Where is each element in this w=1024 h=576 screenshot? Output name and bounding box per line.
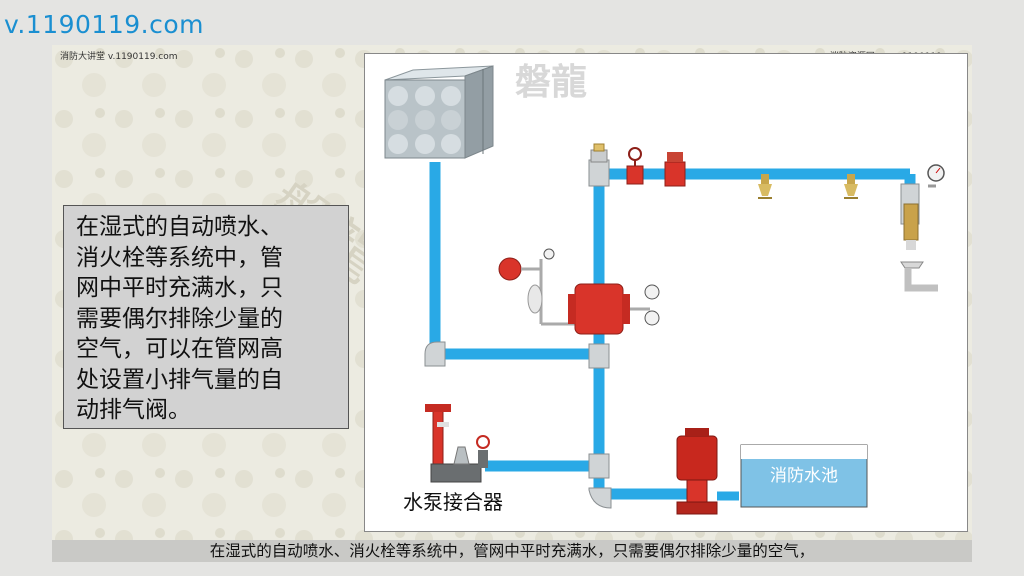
callout-line: 需要偶尔排除少量的 [76,305,283,332]
piping-diagram: 磐龍 [384,62,945,515]
end-test-device [900,164,945,292]
site-url[interactable]: v.1190119.com [4,10,204,39]
signal-butterfly-valve [626,147,644,185]
wet-alarm-valve-group [498,248,660,335]
watermark-text: 磐龍 [515,62,587,103]
label-fire-pool: 消防水池 [770,466,838,486]
sprinkler-head [758,174,772,199]
subtitle-caption: 在湿式的自动喷水、消火栓等系统中，管网中平时充满水，只需要偶尔排除少量的空气， [209,542,815,560]
sprinkler-heads [758,174,858,199]
callout-line: 网中平时充满水，只 [76,275,283,301]
water-tank [384,65,494,159]
callout-line: 在湿式的自动喷水、 [76,214,283,240]
callout-line: 动排气阀。 [76,397,191,423]
caption-bar [52,540,972,562]
callout-line: 处设置小排气量的自 [76,366,283,393]
diagram-panel: 磐龍 [364,53,968,532]
label-pump-connector: 水泵接合器 [403,490,503,514]
callout-line: 空气，可以在管网高 [76,336,283,362]
riser-exhaust-valve [590,143,608,163]
water-flow-indicator [664,152,686,187]
presentation-slide: 磐龍 消防大讲堂 v.1190119.com 消防资源网 www.1190119… [52,45,972,562]
fire-pool-air [741,445,867,459]
pump-adapter [425,404,490,483]
corner-brand-left: 消防大讲堂 v.1190119.com [60,52,178,62]
fire-pump [676,428,739,515]
sprinkler-head [844,174,858,199]
explanation-callout: 在湿式的自动喷水、 消火栓等系统中，管 网中平时充满水，只 需要偶尔排除少量的 … [63,205,349,429]
callout-line: 消火栓等系统中，管 [76,244,283,271]
